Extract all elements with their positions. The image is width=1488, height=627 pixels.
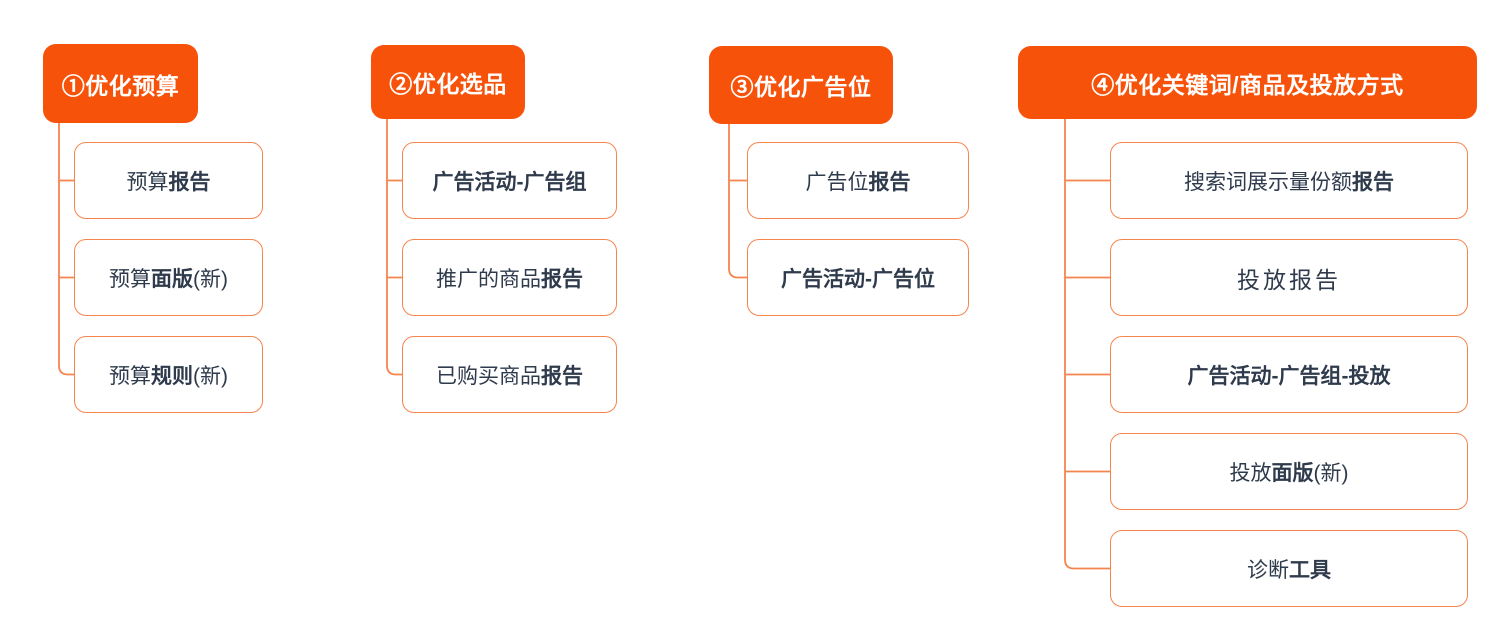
branch-connector-placement — [728, 124, 747, 279]
node-keyword-targeting-0: 搜索词展示量份额报告 — [1110, 142, 1468, 219]
node-product-selection-0: 广告活动-广告组 — [402, 142, 617, 219]
node-keyword-targeting-2: 广告活动-广告组-投放 — [1110, 336, 1468, 413]
node-label-segment: 诊断 — [1247, 558, 1289, 582]
node-label-segment: 已购买商品 — [436, 364, 541, 388]
node-label-segment: 面版 — [151, 267, 193, 291]
node-keyword-targeting-4: 诊断工具 — [1110, 530, 1468, 607]
node-keyword-targeting-1: 投放报告 — [1110, 239, 1468, 316]
node-label-segment: 预算 — [126, 170, 169, 194]
node-label-segment: 投放 — [1229, 461, 1272, 485]
node-label-segment: 报告 — [1352, 170, 1394, 194]
node-budget-0: 预算报告 — [74, 142, 263, 219]
node-label-segment: 广告活动-广告组 — [432, 170, 587, 194]
node-keyword-targeting-3: 投放面版(新) — [1110, 433, 1468, 510]
node-placement-1: 广告活动-广告位 — [747, 239, 969, 316]
node-budget-1: 预算面版(新) — [74, 239, 263, 316]
node-label-segment: 工具 — [1289, 558, 1331, 582]
branch-connector-product-selection — [386, 119, 402, 376]
node-label-segment: 规则 — [151, 364, 193, 388]
branch-header-product-selection: ②优化选品 — [371, 45, 525, 119]
node-label-segment: 面版 — [1271, 461, 1314, 485]
node-label-segment: 广告活动-广告组-投放 — [1187, 364, 1391, 388]
node-label-segment: 报告 — [541, 364, 583, 388]
branch-connector-budget — [58, 123, 74, 376]
node-label-segment: 报告 — [541, 267, 583, 291]
branch-connector-keyword-targeting — [1064, 119, 1110, 570]
node-label-segment: 投放报告 — [1237, 267, 1341, 293]
node-label-segment: 广告位 — [805, 170, 869, 194]
node-label-segment: 广告活动-广告位 — [781, 267, 935, 291]
branch-header-placement: ③优化广告位 — [709, 46, 893, 124]
node-label-segment: 报告 — [168, 170, 211, 194]
node-label-segment: (新) — [193, 267, 228, 291]
node-product-selection-1: 推广的商品报告 — [402, 239, 617, 316]
node-budget-2: 预算规则(新) — [74, 336, 263, 413]
branch-header-budget: ①优化预算 — [43, 44, 198, 123]
node-label-segment: 预算 — [109, 364, 151, 388]
node-label-segment: (新) — [1313, 461, 1349, 485]
node-label-segment: 预算 — [109, 267, 151, 291]
node-label-segment: 搜索词展示量份额 — [1184, 170, 1352, 194]
node-product-selection-2: 已购买商品报告 — [402, 336, 617, 413]
node-label-segment: (新) — [193, 364, 228, 388]
node-placement-0: 广告位报告 — [747, 142, 969, 219]
branch-header-keyword-targeting: ④优化关键词/商品及投放方式 — [1018, 46, 1477, 119]
node-label-segment: 推广的商品 — [436, 267, 541, 291]
node-label-segment: 报告 — [868, 170, 911, 194]
